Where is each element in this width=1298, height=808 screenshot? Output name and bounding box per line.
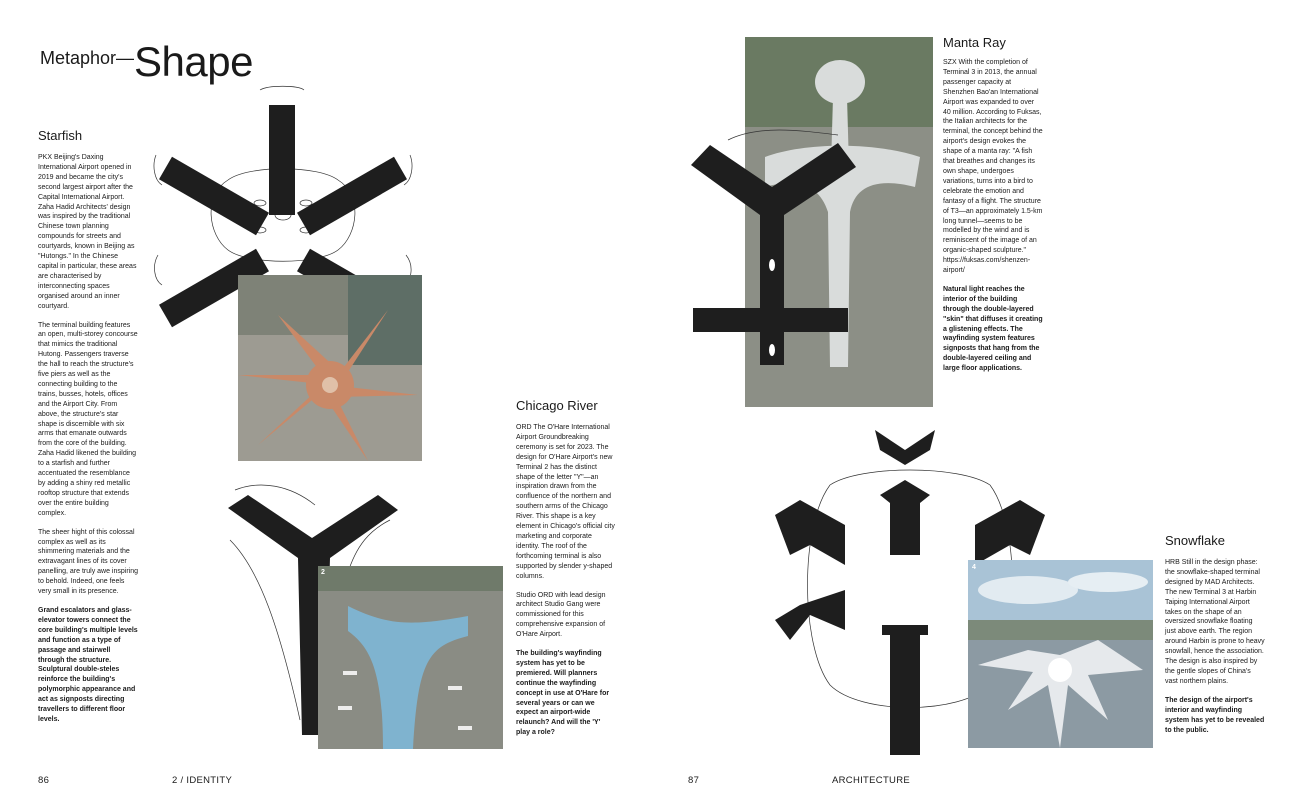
snowflake-rendering-photo — [968, 560, 1153, 748]
starfish-paragraph: PKX Beijing's Daxing International Airpo… — [38, 154, 137, 310]
chicago-paragraph: Studio ORD with lead design architect St… — [516, 591, 606, 639]
title-prefix: Metaphor— — [40, 48, 135, 68]
starfish-paragraph: The sheer hight of this colossal complex… — [38, 528, 138, 596]
starfish-paragraph: The terminal building features an open, … — [38, 321, 138, 517]
page-title: Metaphor—Shape — [40, 38, 253, 86]
chicago-paragraph: ORD The O'Hare International Airport Gro… — [516, 424, 615, 580]
starfish-bold-paragraph: Grand escalators and glass-elevator towe… — [38, 606, 138, 723]
left-section-label: 2 / IDENTITY — [172, 775, 233, 786]
chicago-bold-paragraph: The building's wayfinding system has yet… — [516, 650, 610, 737]
starfish-text: PKX Beijing's Daxing International Airpo… — [38, 153, 138, 734]
snowflake-heading: Snowflake — [1165, 533, 1225, 548]
right-page-number: 87 — [688, 775, 700, 786]
manta-text: SZX With the completion of Terminal 3 in… — [943, 58, 1043, 383]
manta-bold-paragraph: Natural light reaches the interior of th… — [943, 285, 1043, 373]
snowflake-bold-paragraph: The design of the airport's interior and… — [1165, 696, 1265, 734]
photo-number: 2 — [321, 569, 325, 576]
title-main: Shape — [134, 38, 253, 85]
snowflake-paragraph: HRB Still in the design phase: the snowf… — [1165, 559, 1265, 685]
right-section-label: ARCHITECTURE — [832, 775, 911, 786]
snowflake-text: HRB Still in the design phase: the snowf… — [1165, 558, 1265, 744]
left-page-number: 86 — [38, 775, 50, 786]
starfish-aerial-photo — [238, 275, 422, 461]
manta-paragraph: SZX With the completion of Terminal 3 in… — [943, 59, 1043, 275]
starfish-heading: Starfish — [38, 128, 83, 143]
photo-number: 4 — [972, 564, 976, 571]
chicago-heading: Chicago River — [516, 398, 598, 413]
chicago-text: ORD The O'Hare International Airport Gro… — [516, 423, 616, 747]
manta-heading: Manta Ray — [943, 35, 1006, 50]
chicago-aerial-photo — [318, 566, 503, 749]
manta-y-plan — [691, 129, 856, 365]
